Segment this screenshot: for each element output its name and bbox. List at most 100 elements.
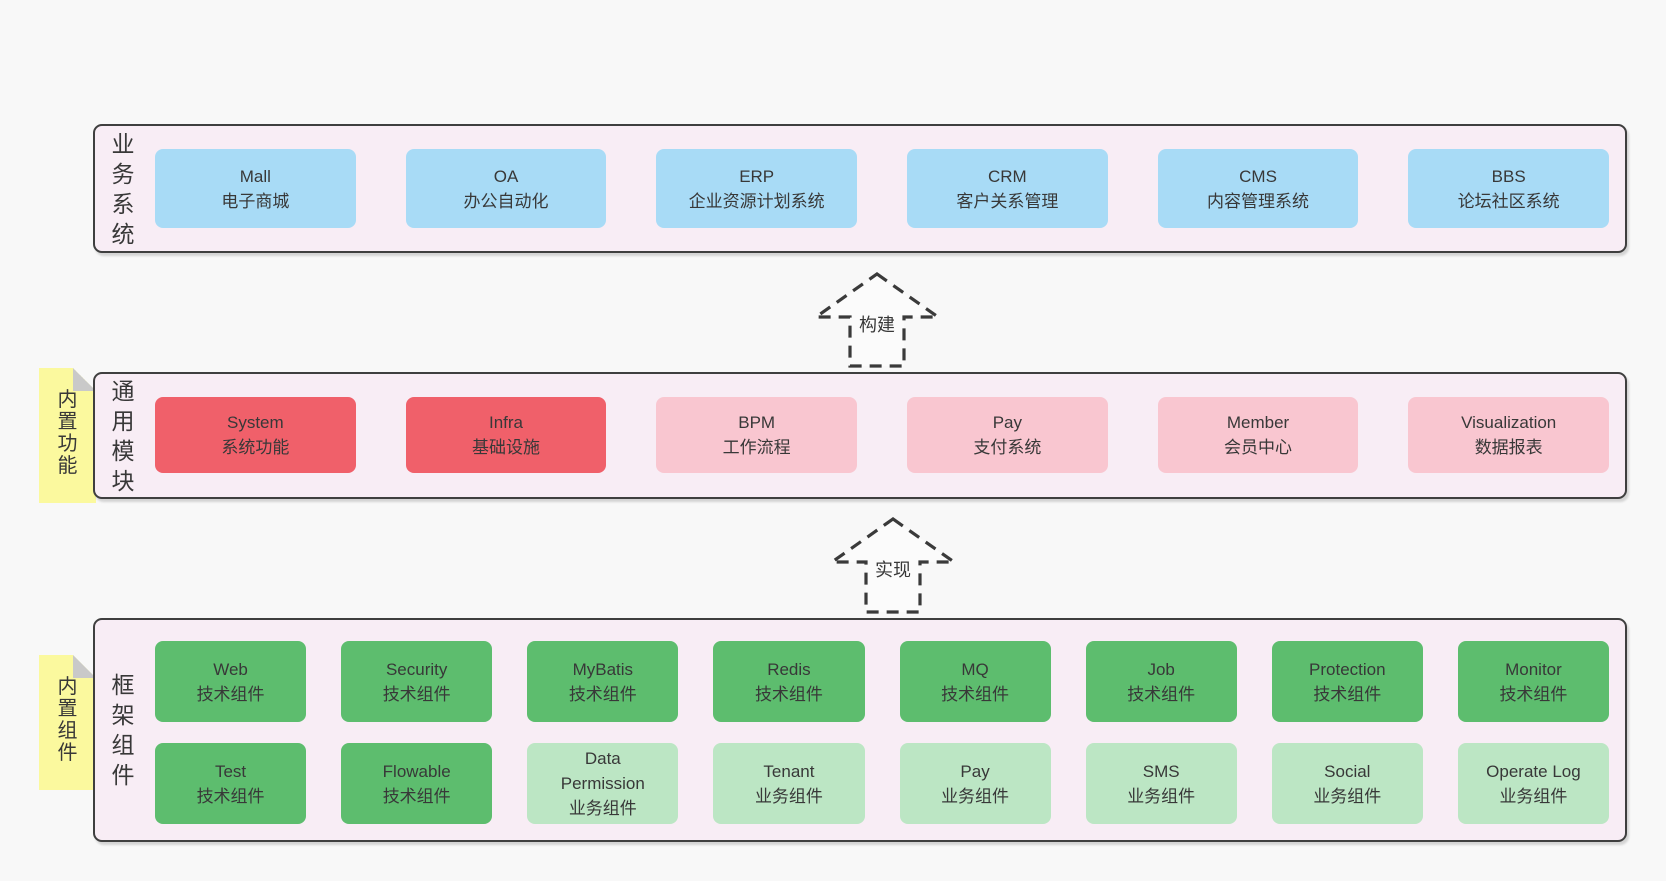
box-subtitle: 技术组件 [382,786,451,806]
box-subtitle: 办公自动化 [463,191,549,211]
sticky-note-built-in-components: 内 置 组 件 [39,655,96,790]
box-subtitle: 技术组件 [1499,684,1568,704]
box-title: Data Permission [560,749,645,793]
box-title: MyBatis [572,659,634,679]
box-subtitle: 电子商城 [221,191,290,211]
box-mybatis: MyBatis 技术组件 [527,641,679,722]
box-subtitle: 会员中心 [1224,438,1293,457]
box-title: Web [213,659,248,679]
box-title: BPM [738,413,776,432]
box-system: System 系统功能 [155,397,356,473]
box-title: Flowable [382,761,451,781]
box-title: CMS [1239,166,1277,186]
box-subtitle: 技术组件 [1127,684,1196,704]
box-subtitle: 业务组件 [1313,786,1382,806]
box-subtitle: 技术组件 [568,684,637,704]
box-title: Infra [488,413,524,432]
box-data-permission: Data Permission 业务组件 [527,743,679,824]
box-subtitle: 业务组件 [1499,786,1568,806]
layer-label-business-systems: 业 务 系 统 [111,130,135,247]
box-pay: Pay 业务组件 [899,743,1051,824]
box-redis: Redis 技术组件 [713,641,865,722]
sticky-note-label: 内 置 功 能 [57,389,78,477]
box-title: Job [1147,659,1175,679]
box-subtitle: 业务组件 [1127,786,1196,806]
box-subtitle: 基础设施 [472,438,540,457]
box-title: Protection [1309,659,1386,679]
box-flowable: Flowable 技术组件 [341,743,493,824]
box-subtitle: 技术组件 [196,684,265,704]
box-operate-log: Operate Log 业务组件 [1457,743,1609,824]
box-title: Member [1226,413,1290,432]
box-sms: SMS 业务组件 [1085,743,1237,824]
box-title: Redis [767,659,811,679]
box-subtitle: 技术组件 [196,786,265,806]
box-infra: Infra 基础设施 [405,397,607,473]
box-title: Test [214,761,247,781]
box-security: Security 技术组件 [341,641,493,722]
box-job: Job 技术组件 [1085,641,1237,722]
box-bpm: BPM 工作流程 [656,397,858,473]
layer-business-systems: 业 务 系 统 Mall 电子商城 OA 办公自动化 ERP 企业资源计划系统 CRM 客户关… [93,124,1627,253]
box-title: ERP [739,166,775,186]
box-subtitle: 业务组件 [568,799,637,818]
box-title: Mall [239,166,271,186]
implement-arrow-label: 实现 [873,560,913,580]
box-subtitle: 技术组件 [754,684,823,704]
box-social: Social 业务组件 [1271,743,1423,824]
box-subtitle: 技术组件 [382,684,451,704]
box-visualization: Visualization 数据报表 [1408,397,1610,473]
box-subtitle: 业务组件 [941,786,1010,806]
box-title: SMS [1142,761,1180,781]
box-row: Test 技术组件 Flowable 技术组件 Data Permission 业务组件 T… [155,743,1609,824]
sticky-note-built-in-functions: 内 置 功 能 [39,368,96,503]
box-title: MQ [961,659,989,679]
box-title: Pay [992,413,1022,432]
box-title: System [226,413,284,432]
build-arrow-label: 构建 [857,315,897,335]
layer-label-common-modules: 通 用 模 块 [111,377,135,494]
box-title: CRM [987,166,1027,186]
implement-arrow: 实现 [828,516,958,615]
box-title: Visualization [1461,413,1557,432]
layer-label-framework-components: 框 架 组 件 [111,672,135,788]
build-arrow: 构建 [812,271,942,369]
box-subtitle: 论坛社区系统 [1457,191,1560,211]
box-crm: CRM 客户关系管理 [907,149,1108,228]
box-monitor: Monitor 技术组件 [1457,641,1609,722]
box-oa: OA 办公自动化 [405,149,607,228]
box-test: Test 技术组件 [155,743,307,824]
box-title: OA [493,166,519,186]
box-cms: CMS 内容管理系统 [1157,149,1359,228]
box-row: Mall 电子商城 OA 办公自动化 ERP 企业资源计划系统 CRM 客户关系管理 CMS 内容… [155,149,1610,228]
box-title: Monitor [1505,659,1562,679]
box-erp: ERP 企业资源计划系统 [656,149,858,228]
box-title: Security [385,659,448,679]
box-subtitle: 客户关系管理 [956,191,1059,211]
box-title: BBS [1491,166,1526,186]
box-title: Operate Log [1486,761,1581,781]
box-subtitle: 企业资源计划系统 [688,191,825,211]
box-web: Web 技术组件 [155,641,307,722]
box-subtitle: 数据报表 [1474,438,1543,457]
box-subtitle: 工作流程 [722,438,791,457]
box-subtitle: 技术组件 [1313,684,1382,704]
box-mall: Mall 电子商城 [155,149,356,228]
box-title: Tenant [763,761,815,781]
sticky-note-label: 内 置 组 件 [57,676,78,764]
box-title: Pay [960,761,990,781]
box-protection: Protection 技术组件 [1271,641,1423,722]
box-bbs: BBS 论坛社区系统 [1408,149,1610,228]
box-title: Social [1324,761,1371,781]
box-subtitle: 技术组件 [941,684,1010,704]
box-subtitle: 内容管理系统 [1207,191,1310,211]
box-subtitle: 系统功能 [221,438,290,457]
